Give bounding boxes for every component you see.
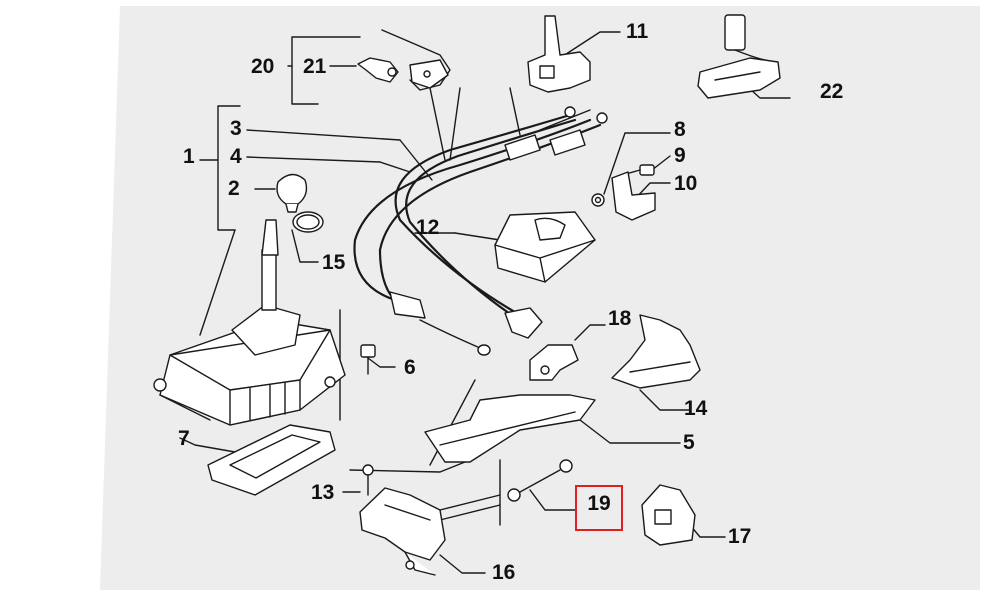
cable-ends [389, 106, 608, 356]
callout-13[interactable]: 13 [311, 481, 335, 504]
callout-10[interactable]: 10 [674, 172, 698, 195]
callout-19-selected[interactable]: 19 [575, 485, 623, 531]
part-22-connector [697, 14, 781, 99]
part-18-bushing [529, 344, 579, 381]
part-11-bracket [527, 15, 591, 93]
part-10-bracket [611, 171, 656, 221]
callout-9[interactable]: 9 [674, 144, 686, 167]
callout-21[interactable]: 21 [303, 55, 327, 78]
callout-7[interactable]: 7 [178, 427, 190, 450]
part-17-bracket [641, 484, 696, 546]
callout-1[interactable]: 1 [183, 145, 195, 168]
callout-3[interactable]: 3 [230, 117, 242, 140]
callout-12[interactable]: 12 [416, 216, 440, 239]
leader-lines [179, 31, 791, 574]
callout-15[interactable]: 15 [322, 251, 346, 274]
callout-5[interactable]: 5 [683, 431, 695, 454]
part-21-clip [357, 57, 399, 83]
part-7-tray [207, 424, 336, 496]
callout-20[interactable]: 20 [251, 55, 275, 78]
callout-16[interactable]: 16 [492, 561, 516, 584]
callout-8[interactable]: 8 [674, 118, 686, 141]
callout-18[interactable]: 18 [608, 307, 632, 330]
callout-17[interactable]: 17 [728, 525, 752, 548]
callout-22[interactable]: 22 [820, 80, 844, 103]
part-14-plate [611, 314, 701, 389]
part-2-gear-knob [276, 173, 308, 213]
bracket-lines-left [199, 105, 241, 336]
cable-guide-lines [429, 87, 591, 161]
callout-11[interactable]: 11 [626, 20, 649, 43]
callout-14[interactable]: 14 [684, 397, 708, 420]
part-19-link-rod [507, 459, 573, 502]
part-12-cover [494, 211, 596, 283]
part-1-gear-lever-assembly [153, 219, 346, 426]
part-13-bolt [362, 464, 374, 496]
part-20-bracket [381, 29, 451, 91]
part-15-ring [292, 211, 324, 233]
part-5-shield [424, 394, 596, 463]
callout-2[interactable]: 2 [228, 177, 240, 200]
part-8-nut [591, 193, 605, 207]
bracket-lines-top [287, 36, 361, 105]
part-16-lever-mount [359, 487, 446, 576]
part-6-bolt [360, 344, 376, 375]
callout-4[interactable]: 4 [230, 145, 242, 168]
callout-6[interactable]: 6 [404, 356, 416, 379]
